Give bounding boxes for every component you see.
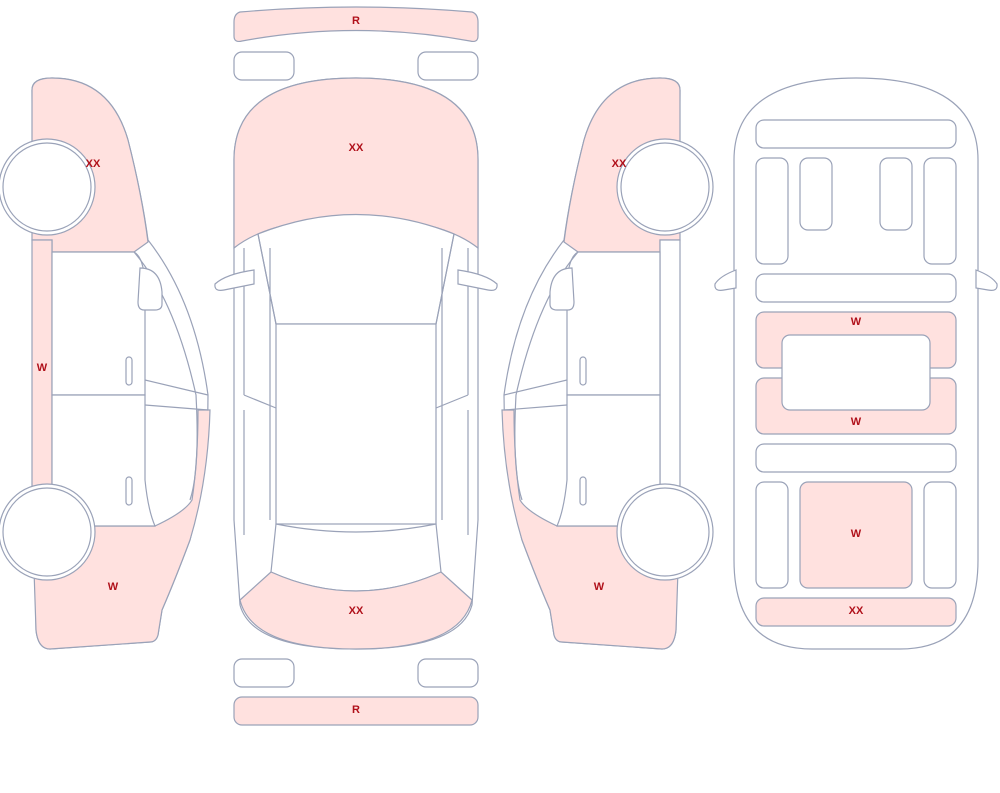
- front-right-door-panel[interactable]: [923, 157, 957, 265]
- front-left-door-panel[interactable]: [755, 157, 789, 265]
- rear-left-taillight[interactable]: [233, 658, 295, 688]
- interior-rear-strip-label: XX: [849, 605, 864, 617]
- rear-strip-label: R: [352, 704, 360, 716]
- left-rear-quarter[interactable]: [31, 409, 211, 650]
- front-right-seat[interactable]: [879, 157, 913, 231]
- right-window-line: [503, 379, 568, 411]
- windshield[interactable]: [257, 213, 455, 325]
- rear-right-panel[interactable]: [923, 481, 957, 589]
- right-front-fender-label: XX: [612, 158, 627, 170]
- interior-left-mirror[interactable]: [714, 269, 737, 291]
- front-bumper-label: R: [352, 15, 360, 27]
- front-bumper-strip[interactable]: [233, 6, 479, 43]
- top-view: R XX XX R: [214, 6, 498, 726]
- right-mirror[interactable]: [549, 267, 575, 311]
- left-rear-handle-icon: [125, 476, 133, 506]
- cargo-area-label: W: [851, 528, 862, 540]
- right-door-lines: [435, 233, 469, 535]
- right-front-wheel[interactable]: [620, 142, 710, 232]
- rear-left-panel[interactable]: [755, 481, 789, 589]
- right-rear-wheel[interactable]: [620, 487, 710, 577]
- right-rear-handle-icon: [579, 476, 587, 506]
- right-rear-quarter[interactable]: [501, 409, 681, 650]
- right-front-handle-icon: [579, 356, 587, 386]
- rear-floor-strip[interactable]: [755, 443, 957, 473]
- top-left-mirror[interactable]: [214, 269, 255, 291]
- left-sill[interactable]: [31, 239, 53, 511]
- front-left-headlight[interactable]: [233, 51, 295, 81]
- right-side-view: XX W: [501, 77, 714, 650]
- front-right-headlight[interactable]: [417, 51, 479, 81]
- rear-bumper-area[interactable]: [239, 571, 473, 650]
- left-door-lines: [243, 233, 277, 535]
- top-right-mirror[interactable]: [457, 269, 498, 291]
- front-left-seat[interactable]: [799, 157, 833, 231]
- rear-mid-row-label: W: [851, 416, 862, 428]
- rear-right-taillight[interactable]: [417, 658, 479, 688]
- left-rear-quarter-label: W: [108, 581, 119, 593]
- front-mid-row-label: W: [851, 316, 862, 328]
- dashboard-panel[interactable]: [755, 119, 957, 149]
- center-console[interactable]: [781, 334, 931, 411]
- left-front-wheel[interactable]: [2, 142, 92, 232]
- right-sill[interactable]: [659, 239, 681, 511]
- left-sill-label: W: [37, 362, 48, 374]
- left-front-handle-icon: [125, 356, 133, 386]
- cargo-area[interactable]: [799, 481, 913, 589]
- left-side-view: XX W W: [0, 77, 211, 650]
- rear-window[interactable]: [270, 523, 442, 592]
- interior-view: W W W XX: [714, 77, 998, 650]
- left-window-line: [144, 379, 209, 411]
- rear-bumper-label: XX: [349, 605, 364, 617]
- right-rear-quarter-label: W: [594, 581, 605, 593]
- front-floor-strip[interactable]: [755, 273, 957, 303]
- interior-rear-strip[interactable]: [755, 597, 957, 627]
- left-rear-wheel[interactable]: [2, 487, 92, 577]
- roof[interactable]: [275, 323, 437, 525]
- left-mirror[interactable]: [137, 267, 163, 311]
- interior-right-mirror[interactable]: [975, 269, 998, 291]
- hood-label: XX: [349, 142, 364, 154]
- left-front-fender-label: XX: [86, 158, 101, 170]
- rear-bumper-strip[interactable]: [233, 696, 479, 726]
